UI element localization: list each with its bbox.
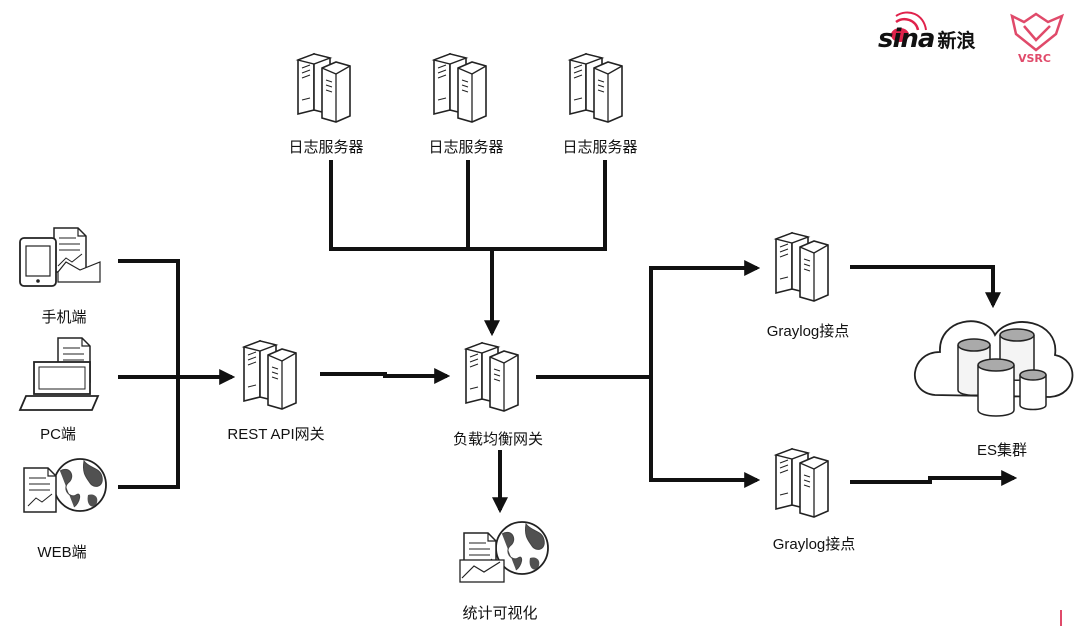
edge-web-rest — [118, 377, 180, 489]
web-icon — [23, 458, 107, 513]
vsrc-logo-icon — [1010, 12, 1065, 52]
graylog-label-2: Graylog接点 — [772, 536, 856, 553]
edge-graylog1-es — [850, 265, 1001, 309]
log-server-icon-1 — [297, 53, 351, 123]
edge-graylog2-es — [850, 470, 1018, 486]
sina-logo-icon — [891, 11, 927, 42]
mobile-device-icon — [19, 227, 101, 287]
load-balancer-server-icon — [465, 342, 519, 412]
graylog-label-1: Graylog接点 — [766, 323, 850, 340]
mobile-label: 手机端 — [41, 309, 87, 326]
graylog-server-icon-2 — [775, 448, 829, 518]
edge-rest-lb — [320, 368, 451, 384]
log-server-label-2: 日志服务器 — [428, 139, 504, 156]
graylog-server-icon-1 — [775, 232, 829, 302]
load-balancer-label: 负载均衡网关 — [452, 431, 544, 448]
vsrc-logo-text: VSRC — [1018, 52, 1051, 65]
stats-label: 统计可视化 — [462, 605, 538, 622]
web-label: WEB端 — [37, 544, 87, 561]
sina-logo-latin: sina — [878, 24, 935, 54]
rest-gateway-label: REST API网关 — [227, 426, 325, 443]
log-server-label-1: 日志服务器 — [288, 139, 364, 156]
rest-gateway-server-icon — [243, 340, 297, 410]
log-server-icon-2 — [433, 53, 487, 123]
log-server-icon-3 — [569, 53, 623, 123]
pc-label: PC端 — [40, 426, 76, 443]
sina-logo-cn: 新浪 — [937, 30, 976, 52]
edge-mobile-rest — [118, 259, 228, 379]
log-server-label-3: 日志服务器 — [562, 139, 638, 156]
edge-lb-graylog2 — [649, 377, 761, 488]
es-cluster-label: ES集群 — [976, 442, 1028, 459]
laptop-icon — [18, 337, 100, 411]
stats-visualization-icon — [459, 521, 549, 583]
edge-lb-split — [536, 260, 761, 379]
es-cluster-icon — [913, 320, 1074, 417]
